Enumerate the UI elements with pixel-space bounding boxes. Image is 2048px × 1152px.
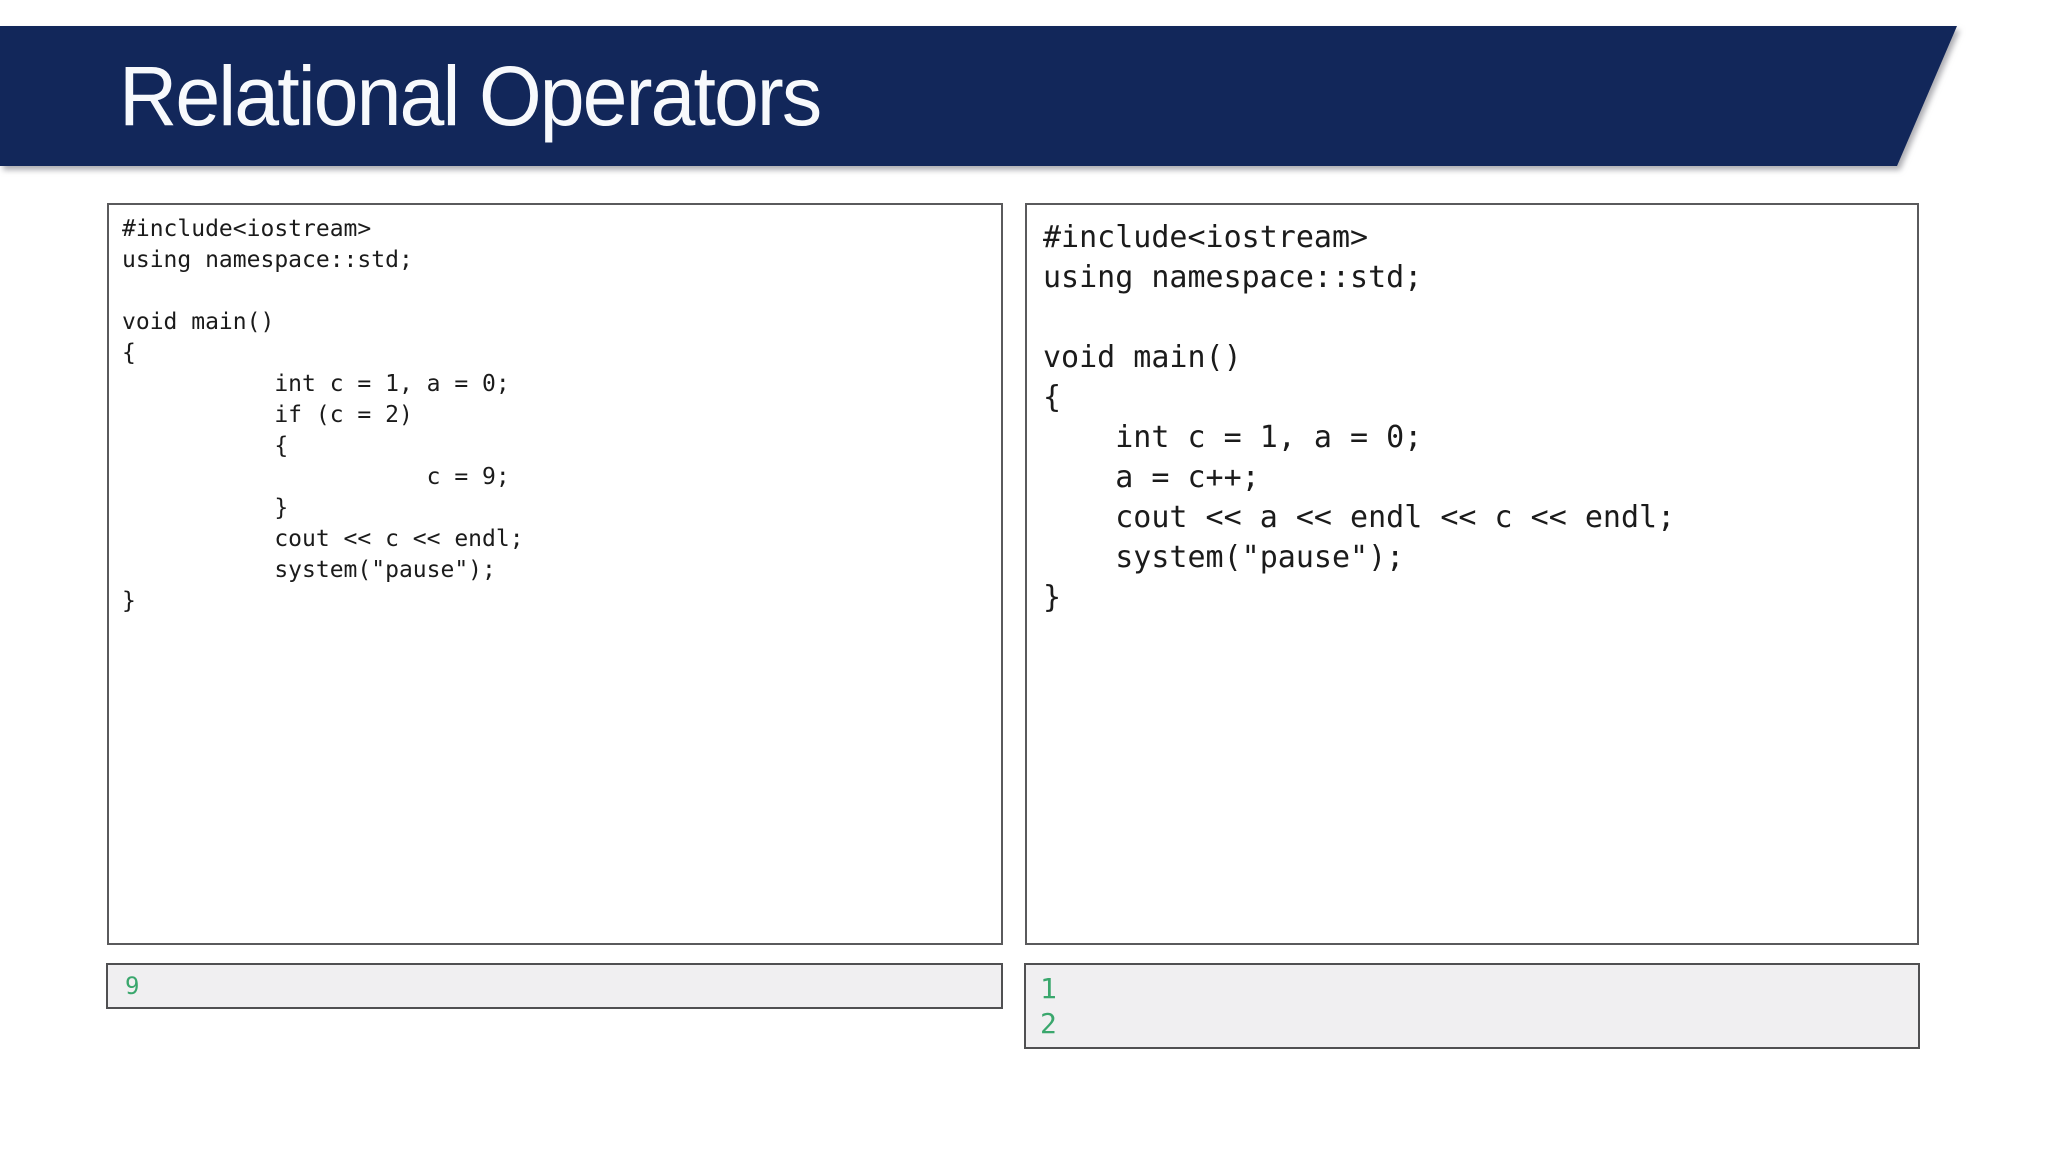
- left-console-output: 9: [106, 963, 1003, 1009]
- right-code-panel: #include<iostream> using namespace::std;…: [1025, 203, 1919, 945]
- title-banner: Relational Operators: [0, 26, 1957, 166]
- left-code-panel: #include<iostream> using namespace::std;…: [107, 203, 1003, 945]
- slide-title: Relational Operators: [119, 48, 821, 143]
- title-banner-shape: Relational Operators: [0, 26, 1957, 166]
- right-console-output: 1 2: [1024, 963, 1920, 1049]
